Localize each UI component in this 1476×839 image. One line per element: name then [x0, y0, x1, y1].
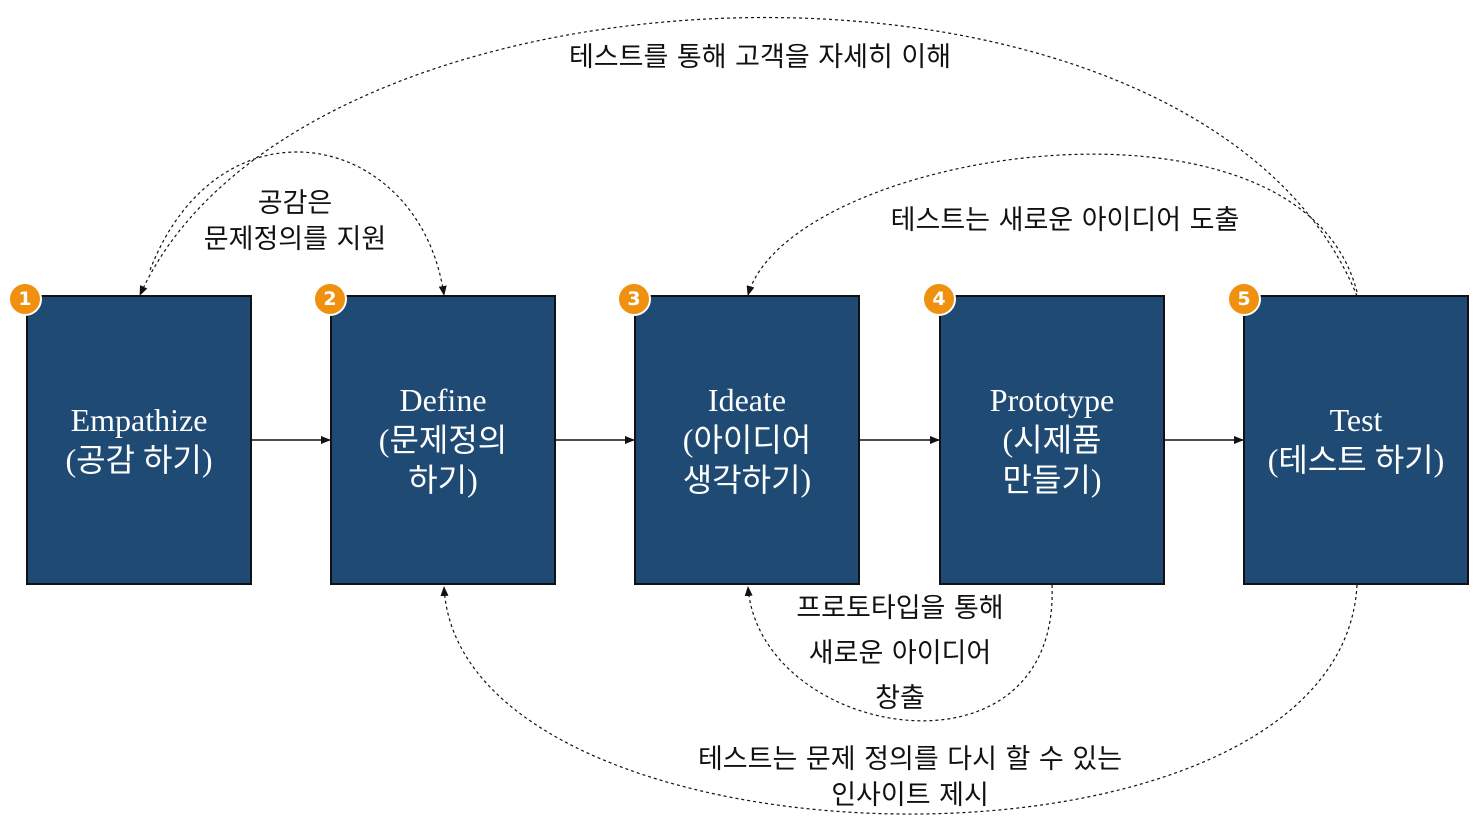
- arc-prototype-to-ideate: [744, 584, 1053, 722]
- step-badge-3: 3: [617, 282, 651, 316]
- arc-test-to-empathize: [139, 17, 1358, 297]
- arc-empathize-to-define: [149, 151, 447, 296]
- stage-prototype: Prototype (시제품 만들기): [939, 295, 1165, 585]
- step-badge-1: 1: [8, 282, 42, 316]
- step-badge-5: 5: [1227, 282, 1261, 316]
- step-badge-2: 2: [313, 282, 347, 316]
- stage-label: Define (문제정의 하기): [378, 382, 508, 498]
- note-empathize-to-define: 공감은 문제정의를 지원: [203, 188, 387, 255]
- stage-label: Empathize (공감 하기): [65, 402, 213, 478]
- stage-label: Test (테스트 하기): [1267, 402, 1445, 478]
- note-test-to-empathize: 테스트를 통해 고객을 자세히 이해: [568, 42, 952, 73]
- stage-empathize: Empathize (공감 하기): [26, 295, 252, 585]
- step-badge-4: 4: [922, 282, 956, 316]
- note-test-to-ideate: 테스트는 새로운 아이디어 도출: [890, 205, 1240, 236]
- arc-test-to-ideate: [746, 153, 1358, 296]
- stage-ideate: Ideate (아이디어 생각하기): [634, 295, 860, 585]
- stage-label: Ideate (아이디어 생각하기): [682, 382, 812, 498]
- stage-test: Test (테스트 하기): [1243, 295, 1469, 585]
- note-prototype-to-ideate: 프로토타입을 통해 새로운 아이디어 창출: [796, 593, 1004, 714]
- stage-label: Prototype (시제품 만들기): [989, 382, 1115, 498]
- note-test-to-define: 테스트는 문제 정의를 다시 할 수 있는 인사이트 제시: [697, 744, 1123, 811]
- stage-define: Define (문제정의 하기): [330, 295, 556, 585]
